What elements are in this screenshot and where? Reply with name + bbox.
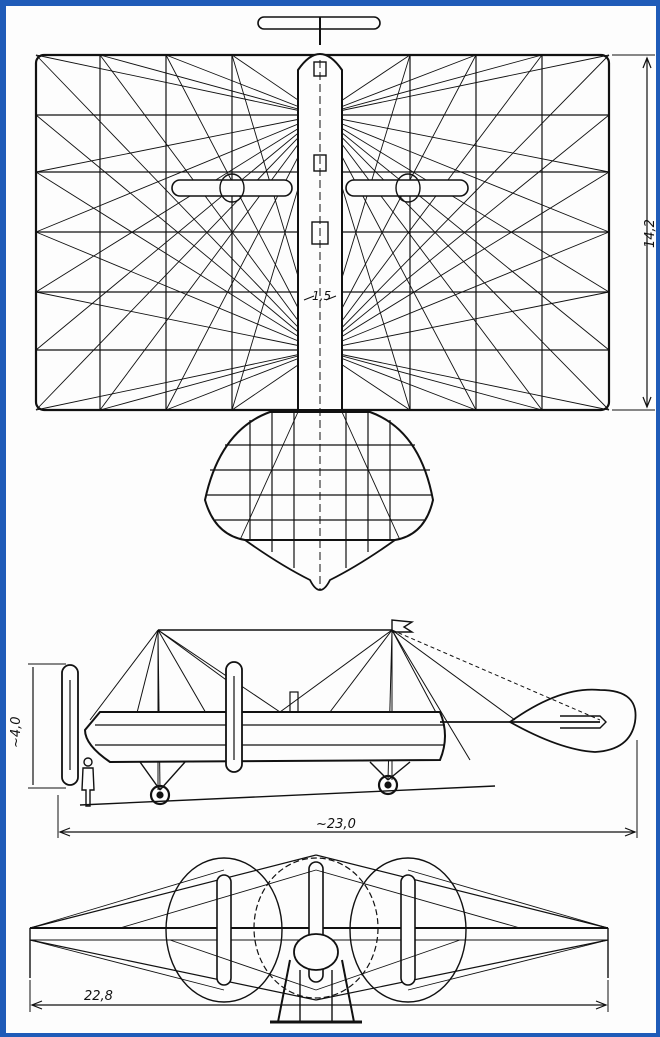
bracing-wire (319, 349, 477, 411)
width-dimension-label: 22,8 (84, 989, 113, 1004)
bracing-wire (35, 291, 321, 351)
center-propeller-disc (253, 857, 379, 999)
bracing-wire (35, 114, 321, 173)
bracing-wire (319, 349, 610, 411)
bracing-wire (35, 114, 321, 351)
bracing-wire (319, 114, 477, 411)
bracing-wire (35, 349, 321, 411)
bracing-wire (165, 54, 321, 116)
bracing-wire (99, 54, 321, 351)
fuselage-side (83, 711, 446, 764)
side-view (28, 619, 638, 838)
bracing-wire (319, 171, 610, 351)
span-dimension (612, 54, 655, 411)
top-view (34, 16, 655, 591)
bracing-wire (319, 54, 477, 351)
bracing-wire (35, 231, 321, 351)
mid-propeller-side (225, 661, 243, 773)
bracing-wire (99, 349, 321, 411)
bracing-wire (319, 54, 543, 351)
side-wires (89, 629, 601, 791)
human-figure (81, 757, 95, 807)
bracing-wire (319, 54, 610, 116)
bracing-wire (99, 114, 321, 411)
length-dimension (57, 740, 638, 838)
right-propeller-disc (349, 857, 467, 1003)
bracing-wire (319, 114, 610, 173)
bracing-wire (319, 114, 610, 411)
tail-plane (203, 411, 435, 541)
length-dimension-label: ~23,0 (316, 817, 356, 832)
right-wing-propeller (345, 173, 469, 203)
width-dimension (29, 980, 609, 1012)
bracing-wire (35, 114, 321, 411)
bracing-wire (319, 54, 543, 116)
fuselage-width-label: 1,5 (312, 289, 331, 303)
bracing-wire (35, 54, 321, 351)
span-dimension-label: 14,2 (643, 219, 658, 248)
left-wing-propeller (171, 173, 293, 203)
front-propeller-side (61, 664, 79, 786)
bracing-wire (35, 114, 321, 293)
bracing-wire (165, 349, 321, 411)
bracing-wire (319, 291, 610, 351)
bracing-wire (319, 114, 610, 293)
bracing-wire (319, 349, 543, 411)
front-wheel (149, 784, 171, 806)
bracing-wire (165, 114, 321, 411)
bracing-wire (319, 114, 610, 233)
bracing-wire (319, 114, 610, 351)
left-propeller-disc (165, 857, 283, 1003)
bracing-wire (165, 54, 321, 351)
bracing-wire (319, 114, 543, 411)
bracing-wire (319, 54, 477, 116)
bracing-wire (35, 54, 321, 116)
nose-propeller (257, 16, 381, 45)
bracing-wire (99, 54, 321, 116)
bracing-wire (35, 114, 321, 233)
height-dimension (28, 663, 66, 789)
tail-rudder-side (508, 688, 637, 753)
bracing-wire (35, 171, 321, 351)
rear-wheel (377, 774, 399, 796)
front-view (29, 854, 609, 1024)
fuselage-front (293, 933, 339, 971)
bracing-wire (319, 54, 610, 351)
bracing-wire (319, 231, 610, 351)
height-dimension-label: ~4,0 (9, 716, 24, 748)
